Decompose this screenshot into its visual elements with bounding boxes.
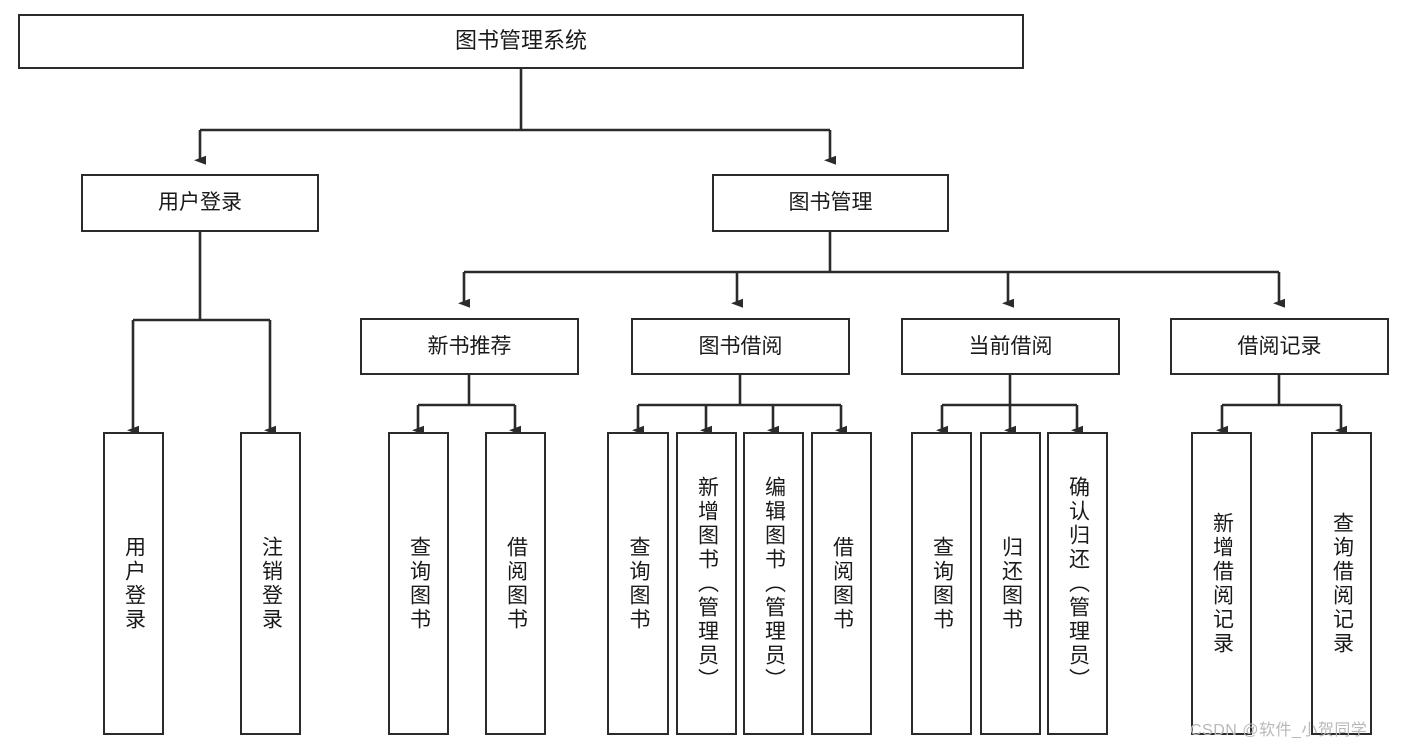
leaf-borrow-borrow-book[interactable]: 借阅图书 bbox=[811, 432, 872, 735]
leaf-user-login-login[interactable]: 用户登录 bbox=[103, 432, 164, 735]
leaf-new-book-borrow-book[interactable]: 借阅图书 bbox=[485, 432, 546, 735]
node-user-login[interactable]: 用户登录 bbox=[81, 174, 319, 232]
node-borrow-record[interactable]: 借阅记录 bbox=[1170, 318, 1389, 375]
leaf-user-login-logout[interactable]: 注销登录 bbox=[240, 432, 301, 735]
leaf-borrow-add-book-admin[interactable]: 新增图书（管理员） bbox=[676, 432, 737, 735]
node-current-borrow[interactable]: 当前借阅 bbox=[901, 318, 1120, 375]
leaf-record-query-record[interactable]: 查询借阅记录 bbox=[1311, 432, 1372, 735]
node-root-book-management-system[interactable]: 图书管理系统 bbox=[18, 14, 1024, 69]
csdn-watermark: CSDN @软件_小贺同学 bbox=[1190, 722, 1368, 739]
leaf-new-book-query-book[interactable]: 查询图书 bbox=[388, 432, 449, 735]
leaf-record-add-record[interactable]: 新增借阅记录 bbox=[1191, 432, 1252, 735]
leaf-current-confirm-return-admin[interactable]: 确认归还（管理员） bbox=[1047, 432, 1108, 735]
node-book-borrow[interactable]: 图书借阅 bbox=[631, 318, 850, 375]
leaf-current-return-book[interactable]: 归还图书 bbox=[980, 432, 1041, 735]
leaf-borrow-query-book[interactable]: 查询图书 bbox=[607, 432, 669, 735]
node-book-management[interactable]: 图书管理 bbox=[712, 174, 949, 232]
leaf-current-query-book[interactable]: 查询图书 bbox=[911, 432, 972, 735]
node-new-book-recommend[interactable]: 新书推荐 bbox=[360, 318, 579, 375]
leaf-borrow-edit-book-admin[interactable]: 编辑图书（管理员） bbox=[743, 432, 804, 735]
